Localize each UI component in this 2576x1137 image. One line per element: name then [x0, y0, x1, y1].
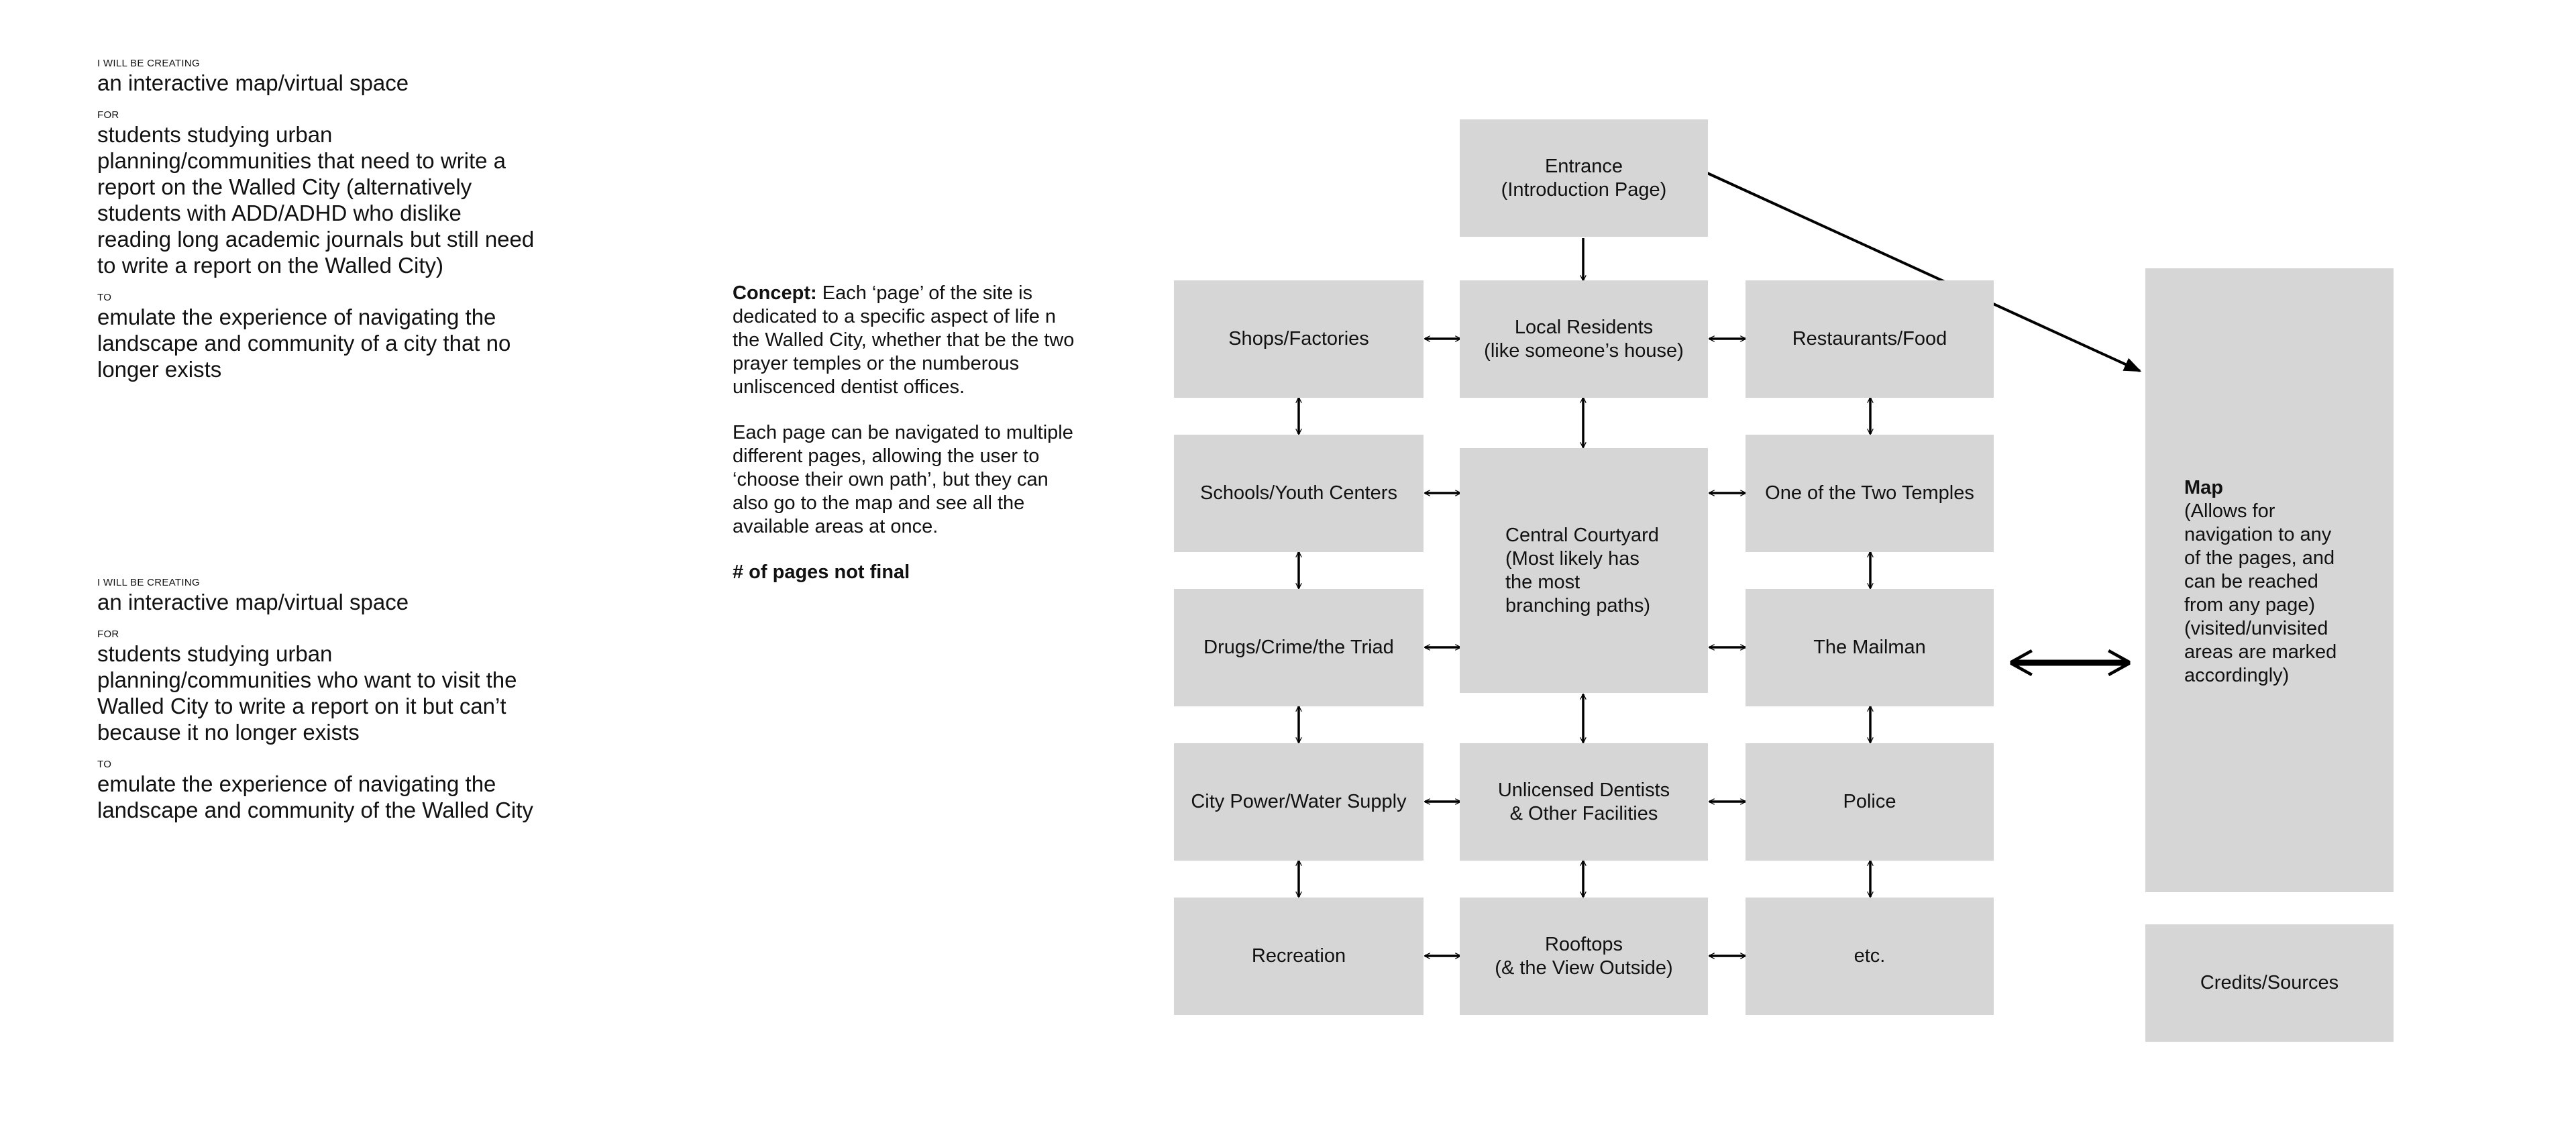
caption-for: FOR	[97, 629, 119, 640]
node-drugs: Drugs/Crime/the Triad	[1174, 589, 1424, 706]
node-power: City Power/Water Supply	[1174, 743, 1424, 861]
node-residents: Local Residents (like someone’s house)	[1460, 280, 1708, 398]
node-dentists: Unlicensed Dentists & Other Facilities	[1460, 743, 1708, 861]
node-rooftops: Rooftops (& the View Outside)	[1460, 898, 1708, 1015]
node-credits: Credits/Sources	[2145, 924, 2394, 1042]
caption-creating: I WILL BE CREATING	[97, 58, 200, 69]
node-mailman: The Mailman	[1746, 589, 1994, 706]
caption-for: FOR	[97, 109, 119, 121]
node-etc: etc.	[1746, 898, 1994, 1015]
node-entrance: Entrance (Introduction Page)	[1460, 119, 1708, 237]
arrow-entrance-map	[1707, 172, 2142, 372]
node-map: Map (Allows for navigation to any of the…	[2145, 268, 2394, 892]
to-text: emulate the experience of navigating the…	[97, 305, 511, 382]
concept-paragraph-1: Concept: Each ‘page’ of the site is dedi…	[733, 282, 1081, 399]
caption-creating: I WILL BE CREATING	[97, 577, 200, 588]
caption-to: TO	[97, 292, 112, 303]
concept-note: # of pages not final	[733, 561, 910, 583]
statement-block-1: I WILL BE CREATING an interactive map/vi…	[97, 58, 540, 382]
concept-text: Concept: Each ‘page’ of the site is dedi…	[733, 282, 1081, 606]
to-text: emulate the experience of navigating the…	[97, 771, 533, 822]
node-courtyard: Central Courtyard (Most likely has the m…	[1460, 448, 1708, 693]
map-title: Map	[2184, 477, 2223, 498]
statement-block-2: I WILL BE CREATING an interactive map/vi…	[97, 577, 540, 823]
node-shops: Shops/Factories	[1174, 280, 1424, 398]
node-recreation: Recreation	[1174, 898, 1424, 1015]
node-temples: One of the Two Temples	[1746, 435, 1994, 552]
for-text: students studying urban planning/communi…	[97, 122, 535, 278]
concept-body: Each ‘page’ of the site is dedicated to …	[733, 282, 1075, 398]
node-schools: Schools/Youth Centers	[1174, 435, 1424, 552]
caption-to: TO	[97, 759, 112, 770]
creating-text: an interactive map/virtual space	[97, 590, 409, 614]
node-police: Police	[1746, 743, 1994, 861]
node-restaurants: Restaurants/Food	[1746, 280, 1994, 398]
for-text: students studying urban planning/communi…	[97, 641, 517, 745]
concept-label: Concept:	[733, 282, 817, 304]
creating-text: an interactive map/virtual space	[97, 70, 409, 95]
concept-paragraph-2: Each page can be navigated to multiple d…	[733, 422, 1073, 537]
map-description: (Allows for navigation to any of the pag…	[2184, 500, 2337, 686]
